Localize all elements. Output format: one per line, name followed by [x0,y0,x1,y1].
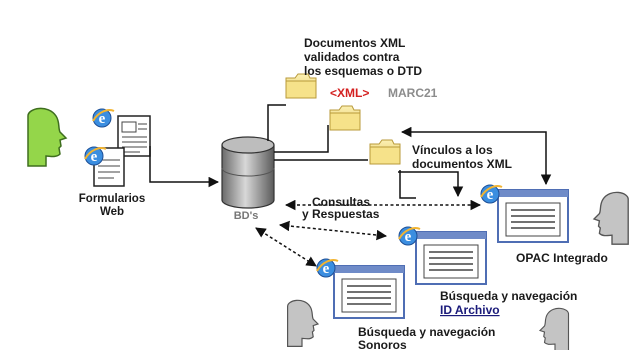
docs-label-2: validados contra [304,50,400,64]
database-label: BD's [234,210,259,222]
folder-icon [369,139,401,165]
user-head-icon [539,307,570,350]
internet-explorer-icon [92,108,115,128]
user-head-icon [27,107,67,167]
link-arrow-folder-opac [400,126,552,186]
connector-folder-down [399,170,416,199]
docs-label-3: los esquemas o DTD [304,64,422,78]
user-head-icon [287,299,319,347]
link-arrow-folder-search [398,171,464,198]
docs-label-1: Documentos XML [304,36,405,50]
connector-forms-db [149,146,220,188]
queries-label-1: Consultas [312,195,370,209]
connector-db-folder-2 [274,125,329,153]
xml-tag: <XML> [330,86,369,100]
search-label-2: Búsqueda y navegación [358,325,495,339]
browser-window-icon [415,231,487,285]
connector-db-folder-1 [267,104,286,141]
database-icon [221,136,275,209]
query-arrow-sonoros [255,227,317,267]
browser-window-icon [333,265,405,319]
links-label-1: Vínculos a los [412,143,493,157]
folder-icon [329,105,361,131]
search-label-1: Búsqueda y navegación [440,289,577,303]
user-head-icon [593,191,629,245]
id-archivo-label: ID Archivo [440,303,500,317]
queries-label-2: y Respuestas [302,207,380,221]
opac-label: OPAC Integrado [516,251,608,265]
forms-label-2: Web [100,206,124,218]
marc21-label: MARC21 [388,86,438,100]
query-arrow-search [278,220,388,241]
sonoros-label: Sonoros [358,338,407,350]
forms-label: Formularios [79,193,145,205]
browser-window-icon [497,189,569,243]
links-label-2: documentos XML [412,157,512,171]
